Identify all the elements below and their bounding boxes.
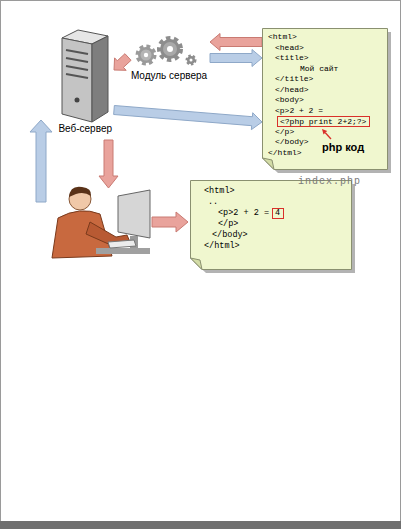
code-line: <p>2 + 2 = [275,106,323,117]
power-button [75,98,80,103]
code-line: </head> [275,85,309,96]
web-server: Веб-сервер [46,30,114,136]
block-arrow [114,106,262,130]
keyboard [108,240,136,248]
request-arrow [30,120,52,202]
html-line: </html> [204,241,240,252]
block-arrow [114,54,131,71]
server-label: Веб-сервер [58,123,112,135]
page-sheet [191,181,352,270]
page-sheet [263,29,388,170]
gear-teeth [160,39,180,59]
code-line: </body> [275,137,309,148]
server-front [62,38,92,122]
html-line: </body> [212,230,248,241]
html-line: <html> [204,186,235,197]
gear-body [163,42,177,56]
result-value: 4 [275,209,280,219]
drive-slot [66,74,88,78]
code-line: <head> [275,43,304,54]
html-line: .. [208,197,218,208]
user-hair [69,187,91,197]
html-line: </p> [218,219,238,230]
gear-body [141,50,152,61]
file-name: index.php [298,176,361,188]
code-line: </title> [275,74,313,85]
code-line: <body> [275,95,304,106]
module-label: Модуль сервера [131,70,207,82]
server-side [92,36,108,122]
html-line: <p>2 + 2 = [218,208,269,219]
drive-slot [66,66,88,70]
gear-hole [167,46,173,52]
frame-bar [0,521,401,529]
result-page: <html>..<p>2 + 2 =</p></body></html> 4 [190,180,352,270]
response-arrow [99,140,118,188]
gear-hole [144,53,148,57]
drive-slot [66,58,88,62]
gears-icon [138,39,195,64]
code-line: <title> [275,53,309,64]
server-module: Модуль сервера [128,35,210,83]
gear-teeth [138,47,154,63]
php-code: <?php print 2+2;?> [280,117,366,126]
gear-hole [190,59,193,62]
desk [96,248,150,254]
code-line: </html> [268,148,302,159]
result-box: 4 [272,208,284,220]
page-fold [191,258,203,270]
display-arrow [152,212,188,232]
leader-line [325,133,331,139]
page-fold [263,158,275,170]
code-line: </p> [275,127,294,138]
callout-label: php код [322,141,364,154]
php-code-box: <?php print 2+2;?> [277,116,370,127]
monitor [118,190,150,238]
user-illustration [52,187,150,258]
leader-head [322,129,327,134]
block-arrow [210,50,262,67]
server-icon [62,30,108,122]
code-line: Мой сайт [300,64,338,75]
block-arrow [210,34,262,51]
gear-teeth [187,56,195,64]
code-line: <html> [268,32,297,43]
drive-slot [66,50,88,54]
